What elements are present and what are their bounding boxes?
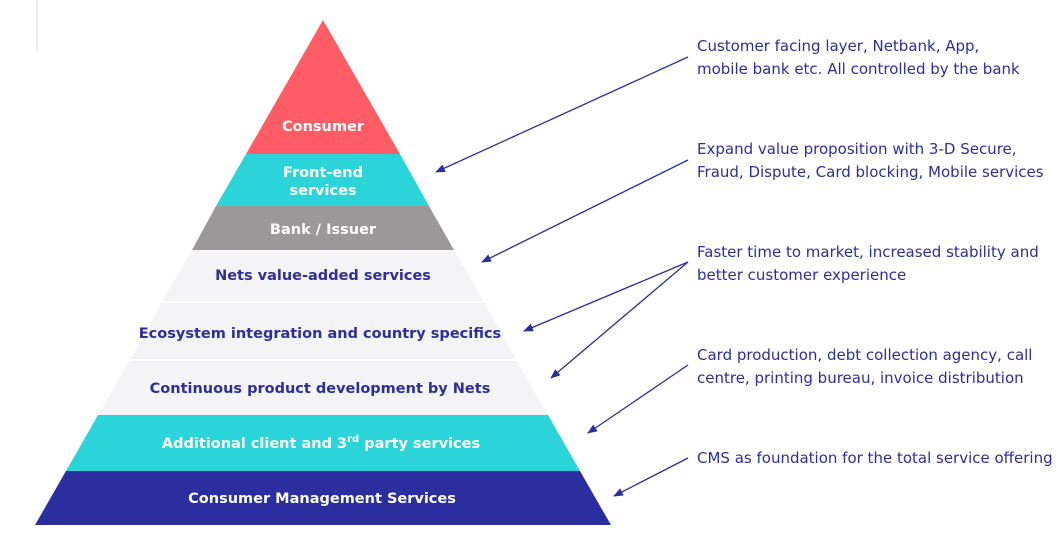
- layer-continuous-dev-label: Continuous product development by Nets: [150, 381, 491, 397]
- layer-ecosystem-shape: [130, 302, 516, 360]
- layer-front-end-label-line1: Front-end: [283, 165, 363, 181]
- note-cms-foundation: CMS as foundation for the total service …: [697, 447, 1053, 470]
- layer-cms-shape: [35, 471, 611, 525]
- arrow-faster-time-to-ecosystem: [523, 261, 689, 332]
- layer-ecosystem-label: Ecosystem integration and country specif…: [139, 326, 501, 342]
- layer-bank-issuer-shape: [192, 206, 454, 250]
- layer-additional-label-superscript: rd: [347, 434, 359, 445]
- connector-arrows: [435, 56, 689, 497]
- arrow-cms-foundation: [613, 457, 689, 497]
- layer-ecosystem-integration: Ecosystem integration and country specif…: [130, 301, 516, 360]
- arrow-customer-facing: [435, 56, 689, 173]
- layer-front-end-label-line2: services: [289, 183, 356, 199]
- layer-additional-label: Additional client and 3rd party services: [162, 434, 480, 452]
- layer-bank-issuer-label: Bank / Issuer: [270, 222, 377, 238]
- note-customer-facing-line2: mobile bank etc. All controlled by the b…: [697, 60, 1020, 78]
- pyramid: Consumer Front-end services Bank / Issue…: [35, 20, 611, 525]
- note-faster-time-line2: better customer experience: [697, 266, 907, 284]
- layer-continuous-development: Continuous product development by Nets: [98, 359, 548, 415]
- layer-nets-vas-shape: [162, 250, 484, 302]
- layer-cms-label: Consumer Management Services: [188, 491, 456, 507]
- note-faster-time: Faster time to market, increased stabili…: [697, 241, 1039, 287]
- arrow-faster-time-to-continuous: [550, 261, 689, 379]
- layer-bank-issuer: Bank / Issuer: [192, 206, 454, 250]
- note-expand-value-line1: Expand value proposition with 3-D Secure…: [697, 140, 1017, 158]
- arrow-card-production: [587, 364, 689, 434]
- note-customer-facing: Customer facing layer, Netbank, App, mob…: [697, 35, 1020, 81]
- note-customer-facing-line1: Customer facing layer, Netbank, App,: [697, 37, 980, 55]
- layer-front-end-services: Front-end services: [216, 154, 429, 206]
- layer-additional-label-part2: party services: [359, 436, 480, 452]
- layer-nets-value-added: Nets value-added services: [162, 250, 484, 302]
- arrow-expand-value: [481, 159, 689, 263]
- note-faster-time-line1: Faster time to market, increased stabili…: [697, 243, 1039, 261]
- layer-consumer-label: Consumer: [282, 119, 365, 135]
- layer-nets-vas-label: Nets value-added services: [215, 268, 431, 284]
- layer-additional-services: Additional client and 3rd party services: [66, 415, 580, 471]
- layer-consumer-management-services: Consumer Management Services: [35, 471, 611, 525]
- note-cms-foundation-line1: CMS as foundation for the total service …: [697, 449, 1053, 467]
- layer-additional-shape: [66, 415, 580, 471]
- layer-front-end-shape: [216, 154, 429, 206]
- layer-additional-label-part1: Additional client and 3: [162, 436, 347, 452]
- note-card-production: Card production, debt collection agency,…: [697, 344, 1032, 390]
- note-card-production-line2: centre, printing bureau, invoice distrib…: [697, 369, 1024, 387]
- layer-consumer: Consumer: [246, 20, 400, 154]
- layer-consumer-shape: [246, 20, 400, 154]
- note-expand-value-line2: Fraud, Dispute, Card blocking, Mobile se…: [697, 163, 1044, 181]
- note-card-production-line1: Card production, debt collection agency,…: [697, 346, 1033, 364]
- layer-continuous-dev-shape: [98, 360, 548, 415]
- note-expand-value: Expand value proposition with 3-D Secure…: [697, 138, 1044, 184]
